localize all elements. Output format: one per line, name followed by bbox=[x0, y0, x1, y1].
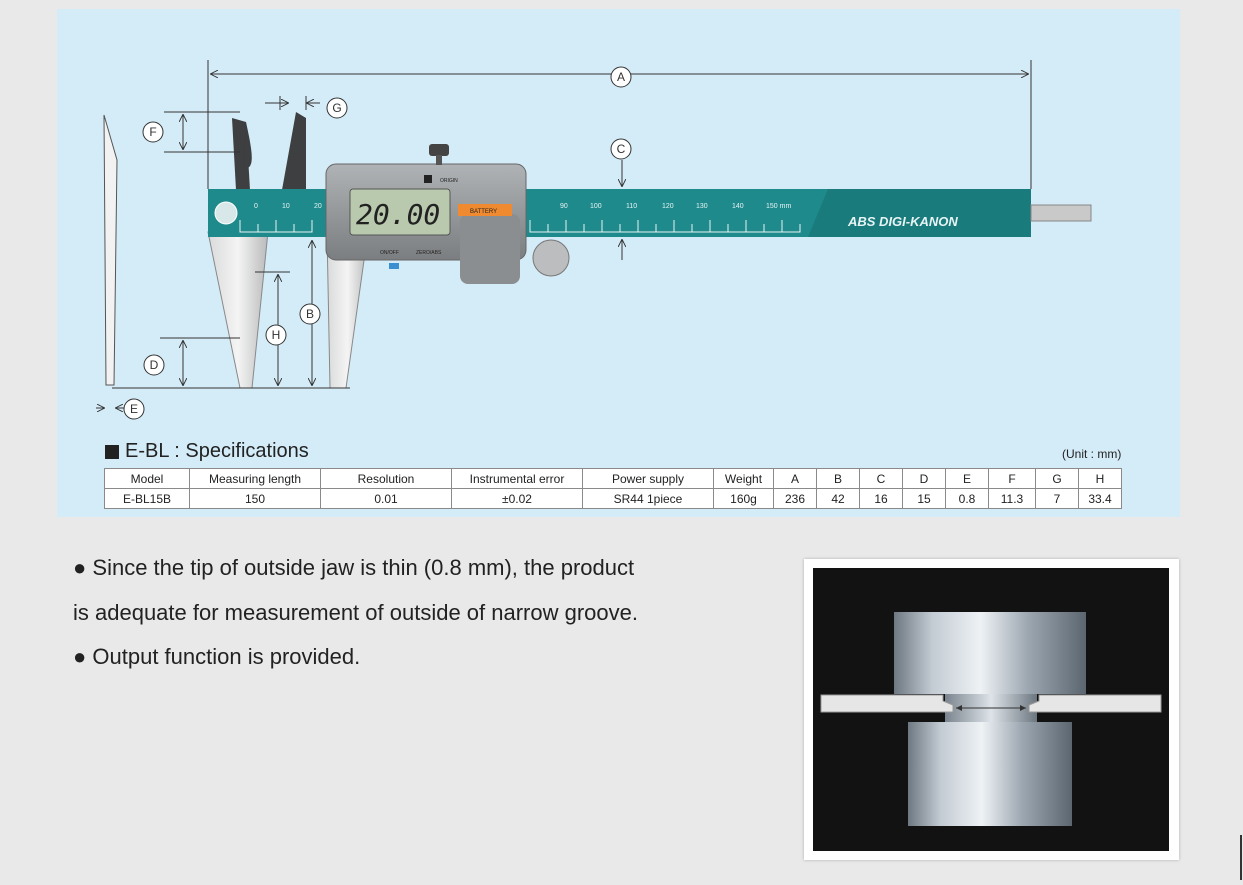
scale bbox=[239, 220, 801, 233]
groove-measurement-diagram bbox=[820, 612, 1162, 826]
table-cell: 150 bbox=[189, 488, 321, 509]
header-cell: C bbox=[859, 468, 903, 489]
title-square-icon bbox=[105, 444, 119, 459]
table-cell: 16 bbox=[859, 488, 903, 509]
spec-title-text: E-BL : Specifications bbox=[125, 440, 309, 462]
label-g: G bbox=[332, 101, 341, 115]
tick-label: 10 bbox=[282, 203, 290, 210]
header-cell: Instrumental error bbox=[451, 468, 583, 489]
tick-label: 100 bbox=[590, 203, 602, 210]
origin-label: ORIGIN bbox=[440, 178, 458, 184]
table-cell: 42 bbox=[816, 488, 860, 509]
header-cell: B bbox=[816, 468, 860, 489]
table-cell: 11.3 bbox=[988, 488, 1036, 509]
tick-label: 150 mm bbox=[766, 203, 791, 210]
logo bbox=[214, 201, 238, 225]
unit-note: (Unit : mm) bbox=[1062, 447, 1122, 461]
description: ● Since the tip of outside jaw is thin (… bbox=[73, 546, 638, 680]
groove-illustration bbox=[804, 559, 1179, 860]
table-cell: 33.4 bbox=[1078, 488, 1122, 509]
zero-abs-label: ZERO/ABS bbox=[416, 250, 442, 256]
label-b: B bbox=[306, 307, 314, 321]
tick-label: 0 bbox=[254, 203, 258, 210]
header-cell: Measuring length bbox=[189, 468, 321, 489]
table-cell: ±0.02 bbox=[451, 488, 583, 509]
spec-table: Model Measuring length Resolution Instru… bbox=[104, 468, 1122, 509]
header-cell: H bbox=[1078, 468, 1122, 489]
page-edge-mark bbox=[1240, 835, 1242, 880]
label-e: E bbox=[130, 402, 138, 416]
table-cell: 15 bbox=[902, 488, 946, 509]
tick-label: 130 bbox=[696, 203, 708, 210]
lcd-display bbox=[349, 188, 451, 236]
slider-upper-jaw bbox=[282, 112, 306, 190]
header-cell: G bbox=[1035, 468, 1079, 489]
side-profile bbox=[103, 114, 118, 386]
label-d: D bbox=[150, 358, 159, 372]
table-row: E-BL15B 150 0.01 ±0.02 SR44 1piece 160g … bbox=[104, 488, 1122, 509]
table-cell: 0.8 bbox=[945, 488, 989, 509]
tick-label: 110 bbox=[626, 203, 637, 210]
table-cell: 7 bbox=[1035, 488, 1079, 509]
table-cell: SR44 1piece bbox=[582, 488, 714, 509]
thumb-roller bbox=[532, 239, 570, 277]
label-a: A bbox=[617, 70, 625, 84]
battery-label bbox=[458, 204, 512, 216]
header-cell: F bbox=[988, 468, 1036, 489]
label-h: H bbox=[272, 328, 281, 342]
header-cell: E bbox=[945, 468, 989, 489]
header-cell: Weight bbox=[713, 468, 774, 489]
header-cell: A bbox=[773, 468, 817, 489]
spec-title: E-BL : Specifications bbox=[105, 440, 309, 463]
table-cell: 160g bbox=[713, 488, 774, 509]
fixed-lower-jaw bbox=[207, 231, 269, 389]
groove-photo bbox=[813, 568, 1169, 851]
header-cell: Power supply bbox=[582, 468, 714, 489]
tick-label: 90 bbox=[560, 203, 568, 210]
table-header-row: Model Measuring length Resolution Instru… bbox=[104, 468, 1122, 489]
tick-label: 20 bbox=[314, 203, 322, 210]
lcd-value: 20.00 bbox=[356, 198, 440, 231]
table-cell: 236 bbox=[773, 488, 817, 509]
description-line: ● Since the tip of outside jaw is thin (… bbox=[73, 555, 635, 580]
tick-label: 120 bbox=[662, 203, 674, 210]
table-cell: 0.01 bbox=[320, 488, 452, 509]
fine-adjust-knob bbox=[429, 144, 449, 156]
caliper-diagram: ABS DIGI-KANON 0 10 20 90 100 110 120 13… bbox=[96, 60, 1092, 420]
description-line: is adequate for measurement of outside o… bbox=[73, 599, 638, 625]
brand-label: ABS DIGI-KANON bbox=[847, 214, 958, 229]
battery-text: BATTERY bbox=[470, 209, 497, 215]
label-c: C bbox=[617, 142, 626, 156]
tick-label: 140 bbox=[732, 203, 744, 210]
description-line: ● Output function is provided. bbox=[73, 644, 361, 669]
header-cell: Resolution bbox=[320, 468, 452, 489]
header-cell: Model bbox=[104, 468, 190, 489]
label-f: F bbox=[149, 125, 156, 139]
on-off-label: ON/OFF bbox=[380, 250, 399, 256]
table-cell: E-BL15B bbox=[104, 488, 190, 509]
header-cell: D bbox=[902, 468, 946, 489]
